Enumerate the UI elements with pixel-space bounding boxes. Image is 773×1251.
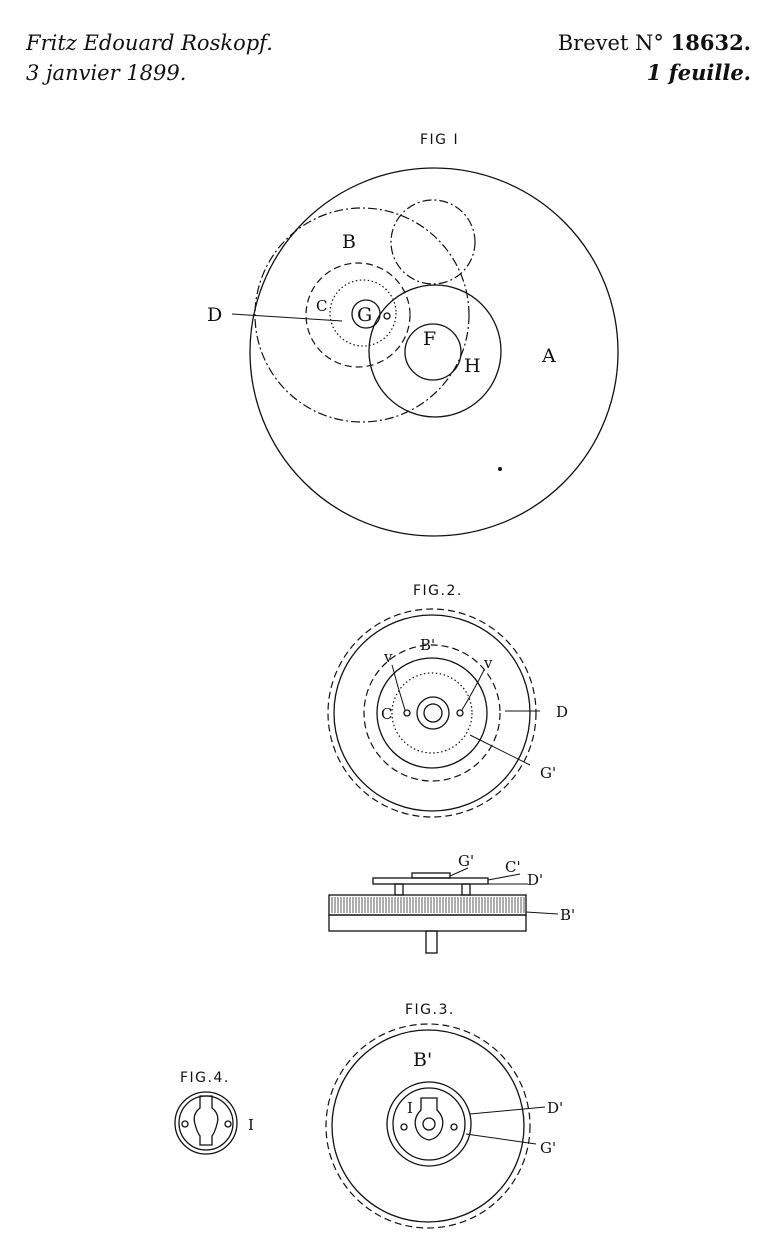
fig3-wheel-circle (331, 1029, 525, 1223)
fig2-label-b: B' (420, 636, 435, 654)
fig3-keyhole (414, 1097, 444, 1141)
section-label-g: G' (458, 852, 474, 870)
section-post-right (461, 883, 471, 896)
fig3-bridge-outer (386, 1081, 472, 1167)
section-base (328, 914, 527, 932)
fig2-hub-inner (423, 703, 443, 723)
brevet-number-value: 18632. (670, 30, 751, 55)
fig3-outer-dashed-circle (325, 1023, 531, 1229)
section-pinion (411, 872, 451, 879)
section-label-b: B' (560, 906, 575, 924)
fig3-screw-right (450, 1123, 458, 1131)
fig3-leader-d (469, 1106, 546, 1115)
fig1-label-c: C (316, 297, 327, 315)
fig2-pin-left (403, 709, 411, 717)
fig3-title: FIG.3. (405, 1002, 455, 1018)
fig2-outer-dashed-circle (327, 608, 537, 818)
fig3-screw-left (400, 1123, 408, 1131)
header-left: Fritz Edouard Roskopf. 3 janvier 1899. (26, 28, 273, 88)
fig2-label-v-right: v (483, 654, 493, 672)
fig1: FIG I D B C G F H A (207, 132, 619, 537)
fig2-pinion-dots (391, 672, 473, 754)
fig4-label-i: I (248, 1116, 254, 1134)
section-view: G' C' D' B' (328, 852, 575, 954)
fig3-label-g: G' (540, 1139, 556, 1157)
filing-date: 3 janvier 1899. (26, 61, 187, 85)
fig3-label-b: B' (413, 1049, 432, 1071)
fig4-outer-circle (174, 1091, 238, 1155)
section-wheel-teeth (331, 897, 525, 913)
fig2-label-d: D (556, 703, 568, 721)
fig1-circle-h (368, 284, 502, 418)
section-label-d: D' (527, 871, 543, 889)
section-post-left (394, 883, 404, 896)
fig1-pin (383, 312, 391, 320)
fig4: FIG.4. I (174, 1070, 254, 1155)
fig1-label-f: F (423, 328, 436, 350)
inventor-name: Fritz Edouard Roskopf. (26, 31, 273, 55)
fig2-leader-v-left (391, 664, 406, 711)
fig2-leader-g (469, 734, 531, 766)
fig3: FIG.3. B' I D' G' (325, 1002, 563, 1229)
fig1-leader-d (231, 313, 343, 322)
fig2-label-c: C (381, 705, 392, 723)
section-top-plate (372, 877, 489, 885)
section-leader-g (449, 867, 469, 877)
brevet-number: Brevet N° 18632. (558, 28, 751, 58)
fig2-leader-v-right (461, 669, 485, 711)
fig1-label-h: H (464, 355, 481, 377)
fig2-title: FIG.2. (413, 583, 463, 599)
section-label-c: C' (505, 858, 521, 876)
fig3-bridge-inner (392, 1087, 466, 1161)
section-leader-c (487, 873, 521, 881)
fig4-title: FIG.4. (180, 1070, 230, 1086)
brevet-prefix: Brevet N° (557, 31, 664, 55)
fig4-screw-right (224, 1120, 232, 1128)
section-arbor (425, 930, 438, 954)
fig2: FIG.2. B' v v C D G' (327, 583, 568, 818)
fig2-wheel-circle (333, 614, 531, 812)
sheet-count: 1 feuille. (646, 60, 751, 85)
fig2-pin-right (456, 709, 464, 717)
fig1-label-b: B (342, 231, 356, 253)
fig4-screw-left (181, 1120, 189, 1128)
fig1-label-d: D (207, 304, 222, 326)
fig2-middle-dashed-circle (363, 644, 501, 782)
fig1-center-dot (498, 467, 502, 471)
fig1-circle-f (404, 323, 462, 381)
fig1-label-a: A (541, 345, 556, 367)
fig3-leader-g (465, 1133, 537, 1145)
fig1-circle-c (305, 262, 411, 368)
fig3-label-i: I (407, 1099, 413, 1117)
section-leader-b (525, 911, 559, 915)
fig2-inner-circle (376, 657, 488, 769)
fig2-hub-outer (416, 696, 450, 730)
fig1-circle-a (249, 167, 619, 537)
fig2-label-g: G' (540, 764, 556, 782)
fig1-upper-circle (390, 199, 476, 285)
fig1-label-g: G (357, 304, 372, 326)
fig1-title: FIG I (420, 132, 459, 148)
fig4-keyhole-slot (193, 1095, 219, 1146)
section-wheel (328, 894, 527, 916)
fig1-pinion-dots (329, 279, 397, 347)
fig3-center-hole (422, 1117, 436, 1131)
fig3-label-d: D' (547, 1099, 563, 1117)
fig2-label-v-left: v (383, 648, 393, 666)
header-right: Brevet N° 18632. 1 feuille. (558, 28, 751, 88)
